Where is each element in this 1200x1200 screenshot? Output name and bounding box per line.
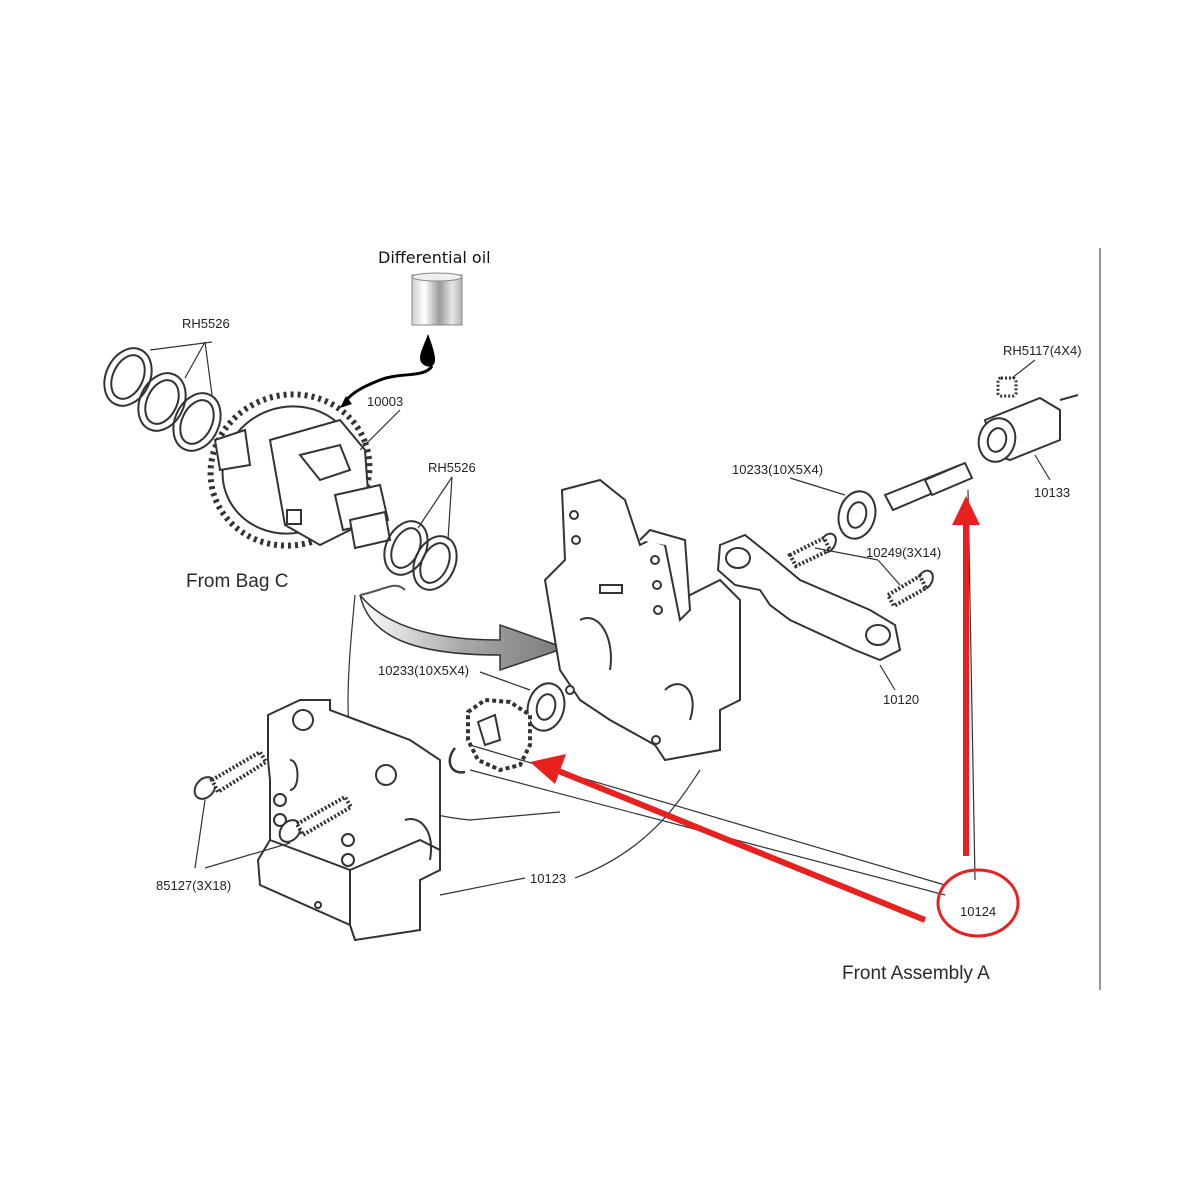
- bearing-10233-mid: [479, 671, 566, 732]
- insert-arrow: [359, 594, 568, 672]
- pinion-gear: [466, 697, 532, 773]
- gearbox-housing-rear: [543, 478, 741, 762]
- label-10233-top: 10233(10X5X4): [732, 462, 824, 477]
- gearbox-housing-front: [256, 699, 441, 942]
- label-10124: 10124: [960, 904, 997, 919]
- label-rh5526-mid: RH5526: [428, 460, 476, 475]
- screw-85127-b: [278, 794, 354, 843]
- e-clip: [448, 747, 466, 774]
- set-screw-rh5117: [996, 359, 1036, 398]
- diagram-title: Front Assembly A: [842, 963, 990, 984]
- label-10133: 10133: [1034, 485, 1071, 500]
- label-10249: 10249(3X14): [866, 545, 942, 560]
- leader-10123: [439, 769, 701, 896]
- leader-85127: [194, 799, 291, 869]
- label-10120: 10120: [883, 692, 920, 707]
- note-from-bag-c: From Bag C: [186, 571, 289, 592]
- label-10123: 10123: [530, 871, 567, 886]
- leader-10249: [814, 547, 901, 586]
- bearing-10233-top: [789, 477, 877, 540]
- label-10233-mid: 10233(10X5X4): [378, 663, 470, 678]
- label-rh5526-top: RH5526: [182, 316, 230, 331]
- shim-set-mid: [383, 476, 458, 591]
- brace-10120: [716, 533, 902, 691]
- note-differential-oil: Differential oil: [378, 248, 491, 267]
- shim-set-left: [103, 341, 222, 452]
- drive-shaft: [883, 461, 974, 512]
- screw-10249-a: [787, 532, 837, 569]
- screw-10249-b: [885, 569, 934, 609]
- differential-10003: [207, 391, 401, 550]
- screw-85127-a: [193, 749, 269, 800]
- differential-oil-bottle: [340, 272, 463, 408]
- highlight-circle: [936, 868, 1020, 938]
- label-10003: 10003: [367, 394, 404, 409]
- highlight-arrows: [530, 496, 1020, 938]
- label-rh5117: RH5117(4X4): [1003, 343, 1082, 358]
- outdrive-10133: [977, 394, 1079, 481]
- oil-drop-icon: [420, 334, 436, 367]
- label-85127: 85127(3X18): [156, 878, 232, 893]
